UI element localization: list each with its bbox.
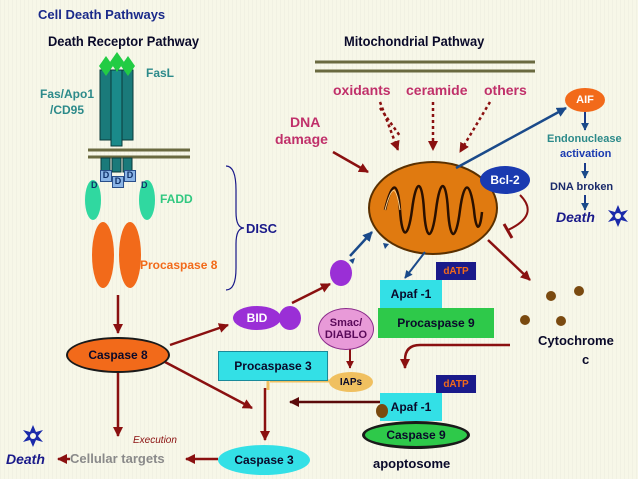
mitochondrion (368, 161, 498, 255)
death-receptor-title: Death Receptor Pathway (48, 33, 200, 49)
apaf1-top: Apaf -1 (380, 280, 442, 308)
arrow-bid-truncated (291, 282, 331, 305)
fasl-label: FasL (146, 66, 175, 80)
others-label: others (484, 82, 527, 98)
death-label-right: Death (556, 209, 595, 225)
aif-node: AIF (565, 88, 605, 112)
execution-label: Execution (133, 435, 177, 446)
page-title: Cell Death Pathways (38, 7, 166, 22)
arrow-casp8-bid (169, 323, 229, 347)
arrow-mito-aif (455, 106, 567, 170)
arrow-casp8-casp3 (164, 360, 253, 410)
disc-label: DISC (246, 221, 278, 236)
fadd-d-label: D (91, 180, 98, 190)
bcl2-inhibition-bar (502, 223, 514, 239)
dna-broken-label: DNA broken (550, 181, 614, 193)
procaspase8-right (119, 222, 141, 288)
fas-label: Fas/Apo1 (40, 87, 95, 101)
caspase8-node: Caspase 8 (66, 337, 170, 373)
fasl-ligand (99, 52, 135, 76)
datp-top: dATP (436, 262, 476, 280)
apoptosome-label: apoptosome (373, 456, 451, 471)
arrow-dna-damage (332, 150, 369, 174)
stimuli-arrows (378, 101, 492, 153)
fadd-right (139, 180, 155, 220)
smac-label-2: DIABLO (324, 329, 368, 341)
dna-damage-label-1: DNA (290, 114, 321, 130)
fadd-label: FADD (160, 192, 193, 206)
bid-fragment (279, 306, 301, 330)
procaspase3-node: Procaspase 3 (218, 351, 328, 381)
small-triangle-marker-2 (349, 258, 355, 264)
procaspase8-label: Procaspase 8 (140, 258, 218, 272)
fadd-left (85, 180, 101, 220)
endonuclease-label-1: Endonuclease (547, 133, 622, 145)
cell-membrane-left (88, 148, 190, 159)
cytochrome-in-apoptosome (376, 404, 388, 418)
datp-bottom: dATP (436, 375, 476, 393)
oxidants-label: oxidants (333, 82, 391, 98)
death-star-icon (608, 205, 628, 227)
caspase9-node: Caspase 9 (362, 421, 470, 449)
bcl2-node: Bcl-2 (480, 166, 530, 194)
cellular-targets-label: Cellular targets (70, 451, 165, 466)
cytochrome-label-1: Cytochrome (538, 333, 614, 348)
mitochondrial-membrane (315, 60, 535, 73)
procaspase8-left (92, 222, 114, 288)
cd95-label: /CD95 (50, 103, 85, 117)
procaspase9-node: Procaspase 9 (378, 308, 494, 338)
disc-bracket (225, 165, 245, 291)
death-domain: D (124, 170, 136, 182)
death-domain: D (112, 176, 124, 188)
death-domain: D (100, 170, 112, 182)
bid-node: BID (233, 306, 281, 330)
small-triangle-marker (383, 243, 389, 249)
arrow-cytochrome-apoptosome (400, 343, 510, 369)
death-star-icon-2 (23, 425, 43, 447)
fadd-d-label: D (141, 180, 148, 190)
smac-label-1: Smac/ (329, 317, 363, 329)
arrow-tbid-mito (349, 231, 373, 257)
death-label-left: Death (6, 451, 45, 467)
arrow-mito-cytochrome (487, 239, 531, 281)
apaf1-bottom: Apaf -1 (380, 393, 442, 421)
dna-damage-label-2: damage (275, 131, 328, 147)
endonuclease-label-2: activation (560, 148, 612, 160)
arrow-mito-apaf (404, 251, 426, 279)
cytochrome-c-molecules (520, 286, 584, 326)
mitochondrial-title: Mitochondrial Pathway (344, 33, 485, 49)
bcl2-inhibition-line (507, 194, 529, 231)
tbid-node (330, 260, 352, 286)
cytochrome-label-2: c (582, 352, 590, 367)
smac-diablo-node: Smac/ DIABLO (318, 308, 374, 350)
iaps-node: IAPs (329, 372, 373, 392)
caspase3-node: Caspase 3 (218, 445, 310, 475)
ceramide-label: ceramide (406, 82, 468, 98)
